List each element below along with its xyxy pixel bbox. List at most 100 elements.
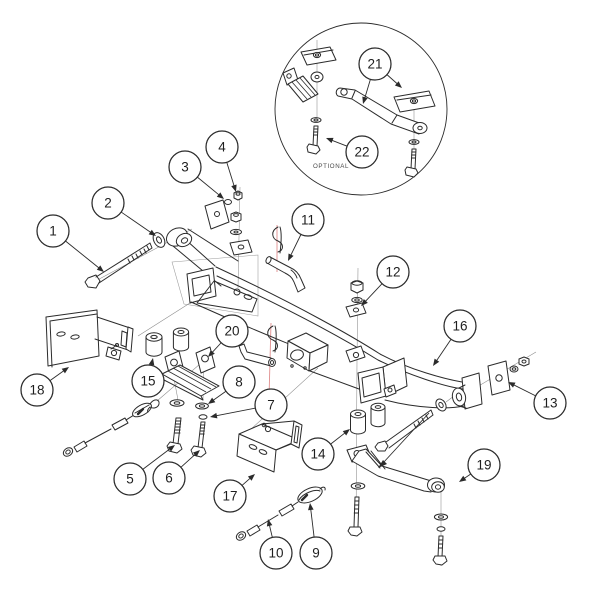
callout-8: 8 <box>208 365 256 404</box>
leader-arrowhead-19 <box>459 475 467 482</box>
diagonal-bolt-drawing <box>374 398 447 452</box>
callout-circle-18 <box>20 373 54 407</box>
leader-arrowhead-5 <box>167 445 175 452</box>
callout-circle-15 <box>131 364 165 398</box>
leader-arrowhead-2 <box>148 229 156 236</box>
leader-arrowhead-12 <box>361 298 368 306</box>
callout-number-9: 9 <box>312 546 320 561</box>
leader-arrowhead-8 <box>208 397 216 404</box>
leader-line-21 <box>386 74 398 85</box>
receiver-bracket-part17-drawing <box>236 420 303 473</box>
leader-arrowhead-7 <box>210 412 218 419</box>
callout-circle-12 <box>376 255 410 289</box>
support-arm-part19-drawing <box>346 444 449 566</box>
callout-circle-11 <box>291 203 325 237</box>
leader-line-20 <box>211 342 222 353</box>
callout-19: 19 <box>459 448 501 482</box>
callout-7: 7 <box>210 388 288 422</box>
callout-13: 13 <box>508 382 567 420</box>
optional-label: OPTIONAL <box>313 163 349 170</box>
inset-boundary-circle <box>274 22 448 196</box>
spacer-bushings-part14-drawing <box>350 402 386 435</box>
leader-line-11 <box>290 234 302 256</box>
callout-9: 9 <box>299 503 333 570</box>
callout-5: 5 <box>113 445 175 496</box>
callout-number-11: 11 <box>301 213 315 228</box>
leader-line-18 <box>49 370 65 382</box>
leader-line-10 <box>268 524 273 538</box>
callout-circle-5 <box>113 462 147 496</box>
callout-circle-13 <box>533 386 567 420</box>
lower-hitch-pin-drawing <box>238 325 278 367</box>
assembly-direction-arrow <box>378 412 430 468</box>
callout-circle-14 <box>301 437 335 471</box>
callout-circle-3 <box>168 150 202 184</box>
leader-arrowhead-16 <box>433 358 440 366</box>
pin-centerlines <box>268 225 278 399</box>
callout-number-8: 8 <box>235 375 243 390</box>
callout-circle-8 <box>222 365 256 399</box>
safety-cable-right-drawing <box>235 486 326 541</box>
leader-line-19 <box>463 473 472 479</box>
ghost-plane <box>171 254 259 317</box>
leader-arrowhead-6 <box>192 450 200 457</box>
optional-bracket-cluster <box>282 67 324 103</box>
callout-number-13: 13 <box>542 396 557 411</box>
callout-circle-22 <box>345 135 379 169</box>
callout-circle-4 <box>205 130 239 164</box>
callout-2: 2 <box>91 186 156 236</box>
callout-circle-21 <box>358 47 392 81</box>
callout-circle-9 <box>299 536 333 570</box>
safety-cable-left-drawing <box>62 399 160 457</box>
leader-arrowhead-1 <box>96 265 104 272</box>
leader-arrowhead-3 <box>216 192 224 199</box>
leader-arrowhead-11 <box>288 253 294 261</box>
leader-arrowhead-21 <box>362 96 368 104</box>
callout-number-16: 16 <box>452 319 467 334</box>
callout-number-19: 19 <box>476 458 491 473</box>
leader-arrowhead-17 <box>247 474 255 481</box>
callout-number-15: 15 <box>140 374 155 389</box>
leader-line-7 <box>215 407 256 417</box>
callout-number-6: 6 <box>165 471 173 486</box>
leader-line-2 <box>120 211 152 233</box>
callout-number-20: 20 <box>224 324 239 339</box>
callout-11: 11 <box>288 203 325 261</box>
callout-number-18: 18 <box>29 383 44 398</box>
optional-arm-part21 <box>335 87 428 135</box>
leader-arrowhead-10 <box>266 519 273 527</box>
callout-circle-10 <box>259 536 293 570</box>
leader-arrowhead-18 <box>61 367 69 374</box>
leader-arrowhead-14 <box>342 429 350 436</box>
callout-14: 14 <box>301 429 350 471</box>
callout-number-4: 4 <box>218 140 226 155</box>
callout-22: 22 <box>326 135 379 169</box>
hex-bolt-part1-drawing <box>84 242 153 289</box>
optional-nut-plate-left <box>300 46 337 66</box>
callout-circle-2 <box>91 186 125 220</box>
callout-circle-17 <box>213 479 247 513</box>
leader-line-5 <box>142 448 171 470</box>
leader-line-13 <box>513 384 536 397</box>
leader-line-6 <box>180 453 196 468</box>
crossbar-assembly-drawing <box>165 227 483 410</box>
callout-4: 4 <box>205 130 239 192</box>
leader-line-4 <box>226 162 235 187</box>
callout-1: 1 <box>36 214 104 272</box>
receiver-bracket-part18-drawing <box>45 309 134 368</box>
callout-12: 12 <box>361 255 410 306</box>
callout-16: 16 <box>433 309 477 366</box>
callout-number-7: 7 <box>267 398 275 413</box>
callout-circle-20 <box>215 314 249 348</box>
leader-arrowhead-20 <box>208 349 215 357</box>
callout-number-22: 22 <box>354 145 369 160</box>
leader-line-3 <box>197 176 220 196</box>
hitch-pin-part11-drawing <box>265 226 306 293</box>
callout-circle-7 <box>254 388 288 422</box>
clip-nut-stack-part12-drawing <box>345 280 367 318</box>
callout-number-14: 14 <box>310 447 326 462</box>
callout-number-5: 5 <box>126 472 134 487</box>
optional-bolt-left <box>306 117 322 155</box>
